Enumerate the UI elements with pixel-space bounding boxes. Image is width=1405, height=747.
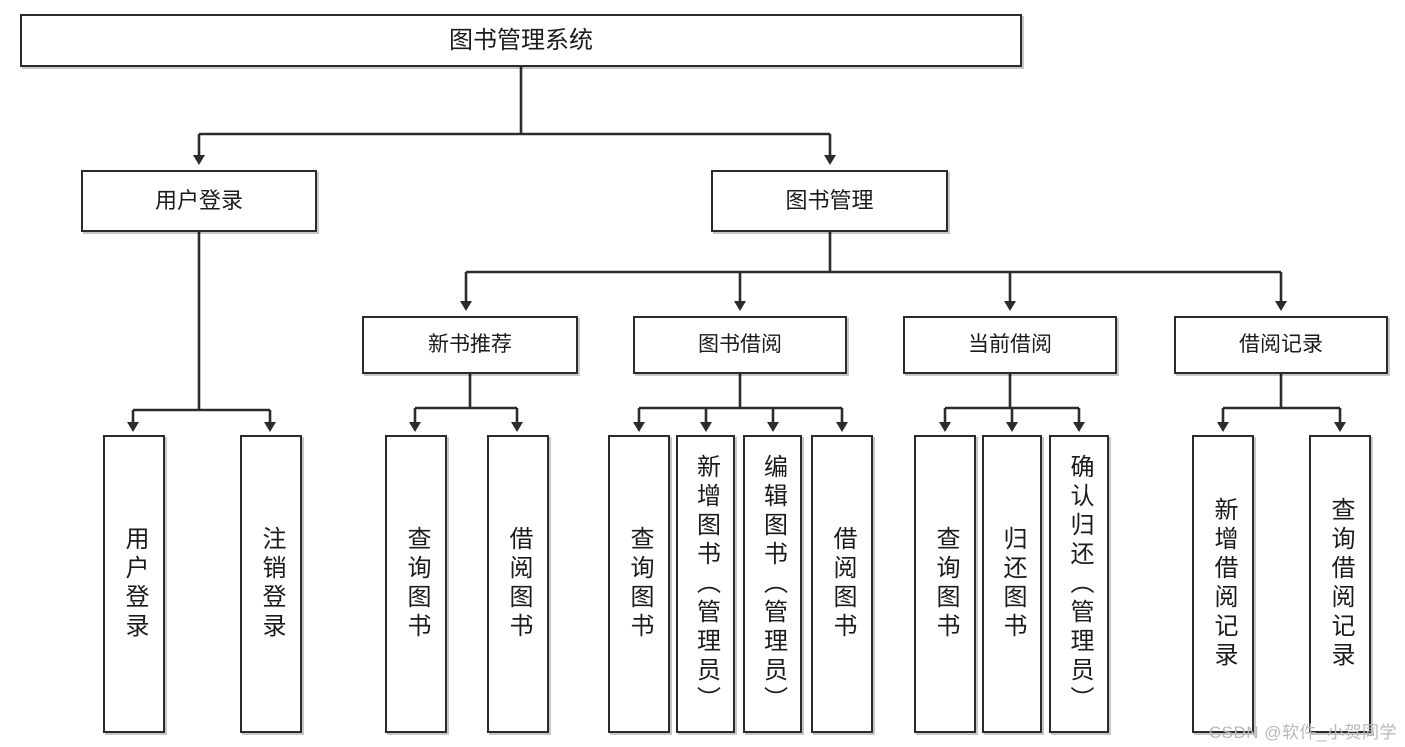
watermark: CSDN @软件_小贺同学 (1208, 723, 1397, 742)
node-book-borrow-label: 图书借阅 (698, 332, 782, 356)
leaf-user-login-logout[interactable]: 注销登录 (240, 435, 302, 733)
leaf-new-book-query[interactable]: 查询图书 (385, 435, 447, 733)
node-user-login-label: 用户登录 (154, 188, 243, 214)
leaf-current-query-book[interactable]: 查询图书 (914, 435, 976, 733)
leaf-borrow-borrow-book[interactable]: 借阅图书 (811, 435, 873, 733)
leaf-label: 编辑图书（管理员） (759, 453, 787, 715)
leaf-label: 查询图书 (932, 526, 959, 642)
leaf-label: 归还图书 (999, 526, 1026, 642)
node-book-management[interactable]: 图书管理 (711, 170, 948, 232)
node-book-borrow[interactable]: 图书借阅 (633, 316, 847, 374)
leaf-user-login-login[interactable]: 用户登录 (103, 435, 165, 733)
node-root-label: 图书管理系统 (449, 26, 593, 54)
node-root[interactable]: 图书管理系统 (20, 14, 1022, 67)
leaf-label: 用户登录 (121, 526, 148, 642)
node-current-borrow-label: 当前借阅 (968, 332, 1052, 356)
node-borrow-record[interactable]: 借阅记录 (1174, 316, 1388, 374)
leaf-borrow-edit-book[interactable]: 编辑图书（管理员） (743, 435, 802, 733)
node-book-management-label: 图书管理 (785, 188, 874, 214)
node-current-borrow[interactable]: 当前借阅 (903, 316, 1117, 374)
leaf-label: 查询借阅记录 (1327, 497, 1354, 671)
node-borrow-record-label: 借阅记录 (1239, 332, 1323, 356)
leaf-label: 新增借阅记录 (1210, 497, 1237, 671)
leaf-label: 新增图书（管理员） (692, 453, 720, 715)
node-user-login[interactable]: 用户登录 (81, 170, 317, 232)
leaf-record-add[interactable]: 新增借阅记录 (1192, 435, 1254, 733)
leaf-label: 注销登录 (258, 526, 285, 642)
leaf-label: 查询图书 (626, 526, 653, 642)
leaf-label: 借阅图书 (829, 526, 856, 642)
leaf-record-query[interactable]: 查询借阅记录 (1309, 435, 1371, 733)
leaf-borrow-add-book[interactable]: 新增图书（管理员） (676, 435, 735, 733)
leaf-new-book-borrow[interactable]: 借阅图书 (487, 435, 549, 733)
node-new-book-recommend-label: 新书推荐 (428, 332, 512, 356)
leaf-current-confirm-return[interactable]: 确认归还（管理员） (1049, 435, 1109, 733)
leaf-label: 查询图书 (403, 526, 430, 642)
leaf-borrow-query-book[interactable]: 查询图书 (608, 435, 670, 733)
leaf-label: 确认归还（管理员） (1066, 453, 1093, 715)
node-new-book-recommend[interactable]: 新书推荐 (362, 316, 578, 374)
leaf-current-return-book[interactable]: 归还图书 (982, 435, 1042, 733)
leaf-label: 借阅图书 (505, 526, 532, 642)
